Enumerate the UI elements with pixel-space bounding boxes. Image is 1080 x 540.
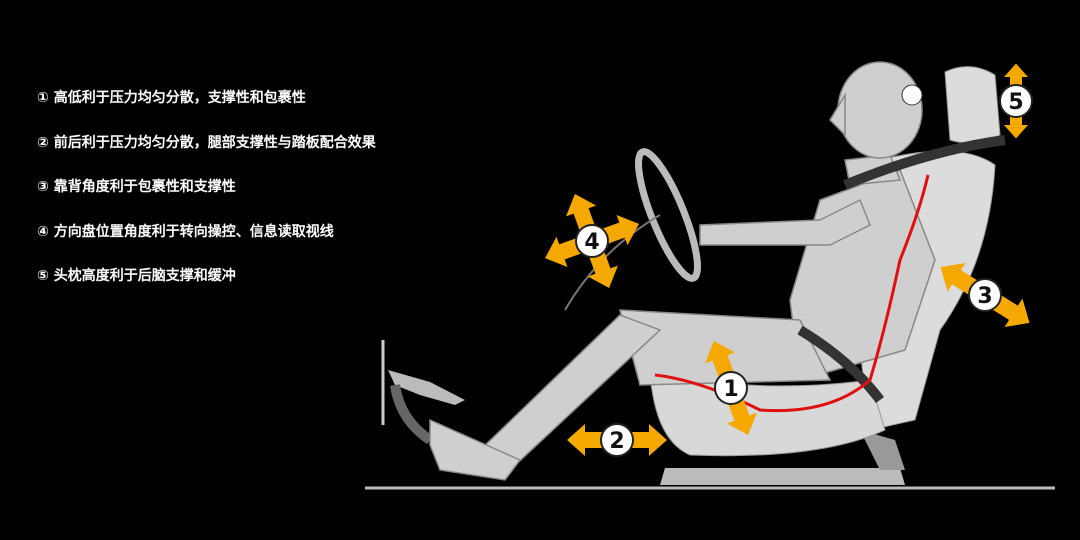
marker-2: 2 <box>600 423 634 457</box>
head-marker-icon <box>901 84 923 106</box>
seat-cushion <box>649 371 886 457</box>
legend: ① 高低利于压力均匀分散，支撑性和包裹性 ② 前后利于压力均匀分散，腿部支撑性与… <box>37 88 376 311</box>
marker-3: 3 <box>968 278 1002 312</box>
svg-text:2: 2 <box>609 429 624 454</box>
legend-item-height: ① 高低利于压力均匀分散，支撑性和包裹性 <box>37 90 306 106</box>
pedal <box>388 370 465 405</box>
lap-belt <box>797 325 884 404</box>
legend-item-steering: ④ 方向盘位置角度利于转向操控、信息读取视线 <box>37 223 334 240</box>
pedal-motion-arc <box>390 384 433 445</box>
marker-4: 4 <box>575 224 609 258</box>
svg-text:4: 4 <box>584 230 599 255</box>
headrest <box>944 66 1001 144</box>
legend-item-headrest: ⑤ 头枕高度利于后脑支撑和缓冲 <box>37 268 236 284</box>
svg-text:1: 1 <box>723 377 738 402</box>
seat-base <box>660 468 905 485</box>
svg-text:5: 5 <box>1008 90 1023 115</box>
legend-item-fore-aft: ② 前后利于压力均匀分散，腿部支撑性与踏板配合效果 <box>37 134 376 151</box>
seat-rail <box>860 430 905 470</box>
marker-5: 5 <box>999 84 1033 118</box>
seat-belt <box>843 135 1006 190</box>
svg-text:3: 3 <box>977 284 992 309</box>
steering-column <box>564 214 661 311</box>
steering-wheel <box>635 148 701 282</box>
marker-1: 1 <box>714 371 748 405</box>
legend-item-backrest: ③ 靠背角度利于包裹性和支撑性 <box>37 179 236 195</box>
